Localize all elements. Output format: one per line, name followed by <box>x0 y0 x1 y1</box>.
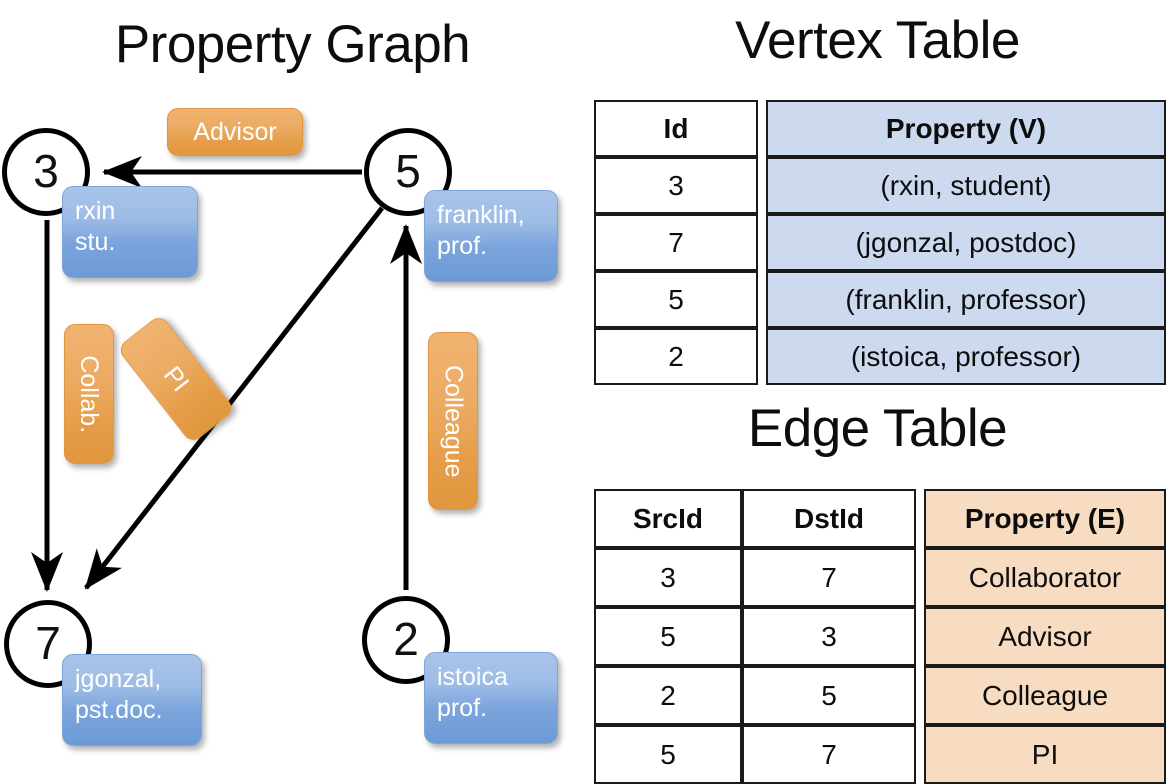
node-property-franklin-line1: franklin, <box>437 201 525 229</box>
edge-row-0-property: Collaborator <box>924 548 1166 607</box>
vertex-row-2-id: 5 <box>594 271 758 328</box>
edge-row-3-src: 5 <box>594 725 742 784</box>
vertex-table-header-id: Id <box>594 100 758 157</box>
node-property-jgonzal-line1: jgonzal, <box>75 665 162 693</box>
vertex-row-2-property: (franklin, professor) <box>766 271 1166 328</box>
edge-table-column-gap <box>916 548 924 607</box>
edge-table-header-srcid: SrcId <box>594 489 742 548</box>
vertex-row-0-id: 3 <box>594 157 758 214</box>
node-property-rxin-line2: stu. <box>75 227 116 256</box>
vertex-table-header-property: Property (V) <box>766 100 1166 157</box>
table-row: 5 (franklin, professor) <box>594 271 1166 328</box>
vertex-table-column-gap <box>758 214 766 271</box>
table-row: 7 (jgonzal, postdoc) <box>594 214 1166 271</box>
vertex-row-3-property: (istoica, professor) <box>766 328 1166 385</box>
node-property-jgonzal-line2: pst.doc. <box>75 695 163 724</box>
vertex-row-0-property: (rxin, student) <box>766 157 1166 214</box>
graph-node-2[interactable]: 2 <box>362 596 450 684</box>
page-title: Property Graph <box>114 15 471 74</box>
edge-row-1-property: Advisor <box>924 607 1166 666</box>
graph-node-2-label: 2 <box>393 613 419 665</box>
edge-table-header-dstid: DstId <box>742 489 916 548</box>
edge-property-box-colleague[interactable]: Colleague <box>428 332 478 510</box>
edge-property-pi-label: PI <box>157 360 195 397</box>
graph-edges-layer <box>31 156 422 593</box>
table-row: 3 (rxin, student) <box>594 157 1166 214</box>
node-property-istoica-line2: prof. <box>437 693 488 722</box>
vertex-table-column-gap <box>758 271 766 328</box>
edge-row-3-dst: 7 <box>742 725 916 784</box>
node-property-box-rxin[interactable]: rxin stu. <box>62 186 198 278</box>
edge-row-1-dst: 3 <box>742 607 916 666</box>
edge-property-colleague-label: Colleague <box>439 364 468 478</box>
vertex-row-1-property: (jgonzal, postdoc) <box>766 214 1166 271</box>
vertex-table-column-gap <box>758 328 766 385</box>
edge-property-box-collab[interactable]: Collab. <box>64 324 114 464</box>
graph-node-3-label: 3 <box>33 145 59 197</box>
edge-row-2-property: Colleague <box>924 666 1166 725</box>
graph-node-5[interactable]: 5 <box>364 128 452 216</box>
node-property-rxin-line1: rxin <box>75 197 116 225</box>
table-row: 2 (istoica, professor) <box>594 328 1166 385</box>
edge-row-0-dst: 7 <box>742 548 916 607</box>
edge-table-column-gap <box>916 725 924 784</box>
edge-row-2-dst: 5 <box>742 666 916 725</box>
vertex-row-3-id: 2 <box>594 328 758 385</box>
edge-table: SrcId DstId Property (E) 3 7 Collaborato… <box>594 489 1166 784</box>
vertex-table-column-gap <box>758 157 766 214</box>
edge-table-column-gap <box>916 666 924 725</box>
table-row: 5 7 PI <box>594 725 1166 784</box>
edge-table-header-property: Property (E) <box>924 489 1166 548</box>
edge-row-0-src: 3 <box>594 548 742 607</box>
node-property-franklin-line2: prof. <box>437 231 488 260</box>
vertex-table-title: Vertex Table <box>735 11 1020 70</box>
vertex-table-column-gap <box>758 100 766 157</box>
edge-row-1-src: 5 <box>594 607 742 666</box>
node-property-box-jgonzal[interactable]: jgonzal, pst.doc. <box>62 654 202 746</box>
edge-table-column-gap <box>916 489 924 548</box>
table-row: 5 3 Advisor <box>594 607 1166 666</box>
graph-node-7-label: 7 <box>35 617 61 669</box>
edge-5-to-7 <box>84 206 384 590</box>
edge-property-box-advisor[interactable]: Advisor <box>167 108 303 156</box>
node-property-box-franklin[interactable]: franklin, prof. <box>424 190 558 282</box>
edge-property-collab-label: Collab. <box>75 355 104 433</box>
edge-table-title: Edge Table <box>747 399 1008 458</box>
table-row: 3 7 Collaborator <box>594 548 1166 607</box>
node-property-istoica-line1: istoica <box>437 663 508 691</box>
edge-table-header-row: SrcId DstId Property (E) <box>594 489 1166 548</box>
property-graph-panel: 3 5 7 2 rxin stu. franklin, prof. jgonza… <box>0 0 585 760</box>
vertex-row-1-id: 7 <box>594 214 758 271</box>
edge-row-2-src: 2 <box>594 666 742 725</box>
edge-row-3-property: PI <box>924 725 1166 784</box>
edge-property-advisor-label: Advisor <box>193 117 277 146</box>
graph-node-5-label: 5 <box>395 145 421 197</box>
vertex-table-header-row: Id Property (V) <box>594 100 1166 157</box>
edge-table-column-gap <box>916 607 924 666</box>
vertex-table: Id Property (V) 3 (rxin, student) 7 (jgo… <box>594 100 1166 385</box>
table-row: 2 5 Colleague <box>594 666 1166 725</box>
node-property-box-istoica[interactable]: istoica prof. <box>424 652 558 744</box>
